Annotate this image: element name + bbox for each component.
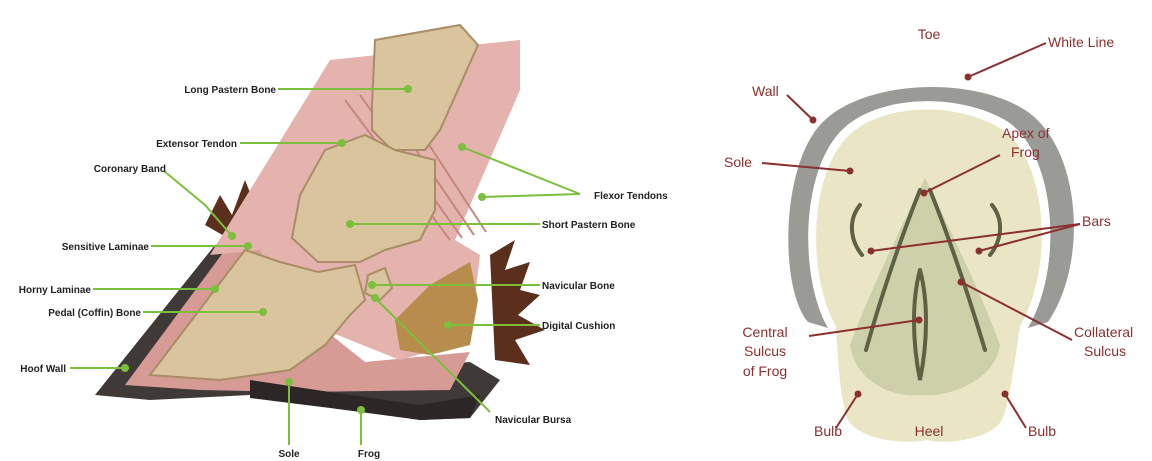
label-collateral-line2: Sulcus (1084, 343, 1126, 359)
label-heel: Heel (915, 423, 944, 439)
label-horny-laminae: Horny Laminae (19, 285, 92, 296)
label-long-pastern-bone: Long Pastern Bone (184, 85, 276, 96)
hoof-cross-section-illustration (95, 25, 545, 420)
label-toe: Toe (918, 26, 941, 42)
label-sole-left: Sole (278, 449, 300, 460)
label-wall: Wall (752, 83, 779, 99)
label-digital-cushion: Digital Cushion (542, 321, 615, 332)
label-pedal-coffin-bone: Pedal (Coffin) Bone (48, 308, 141, 319)
label-white-line: White Line (1048, 34, 1114, 50)
label-bars: Bars (1082, 213, 1111, 229)
label-frog-left: Frog (358, 449, 380, 460)
label-apex-line2: Frog (1011, 144, 1040, 160)
label-coronary-band: Coronary Band (94, 164, 166, 175)
label-apex-line1: Apex of (1002, 125, 1050, 141)
label-extensor-tendon: Extensor Tendon (156, 139, 237, 150)
label-bulb-left: Bulb (814, 423, 842, 439)
heel-hair (490, 240, 545, 365)
label-hoof-wall: Hoof Wall (20, 364, 66, 375)
label-flexor-tendons: Flexor Tendons (594, 191, 668, 202)
label-navicular-bone: Navicular Bone (542, 281, 615, 292)
label-central-line3: of Frog (743, 363, 787, 379)
label-navicular-bursa: Navicular Bursa (495, 415, 572, 426)
label-central-line1: Central (742, 324, 787, 340)
label-sensitive-laminae: Sensitive Laminae (62, 242, 150, 253)
label-bulb-right: Bulb (1028, 423, 1056, 439)
label-short-pastern-bone: Short Pastern Bone (542, 220, 636, 231)
label-sole-right: Sole (724, 154, 752, 170)
label-central-line2: Sulcus (744, 343, 786, 359)
label-collateral-line1: Collateral (1074, 324, 1133, 340)
